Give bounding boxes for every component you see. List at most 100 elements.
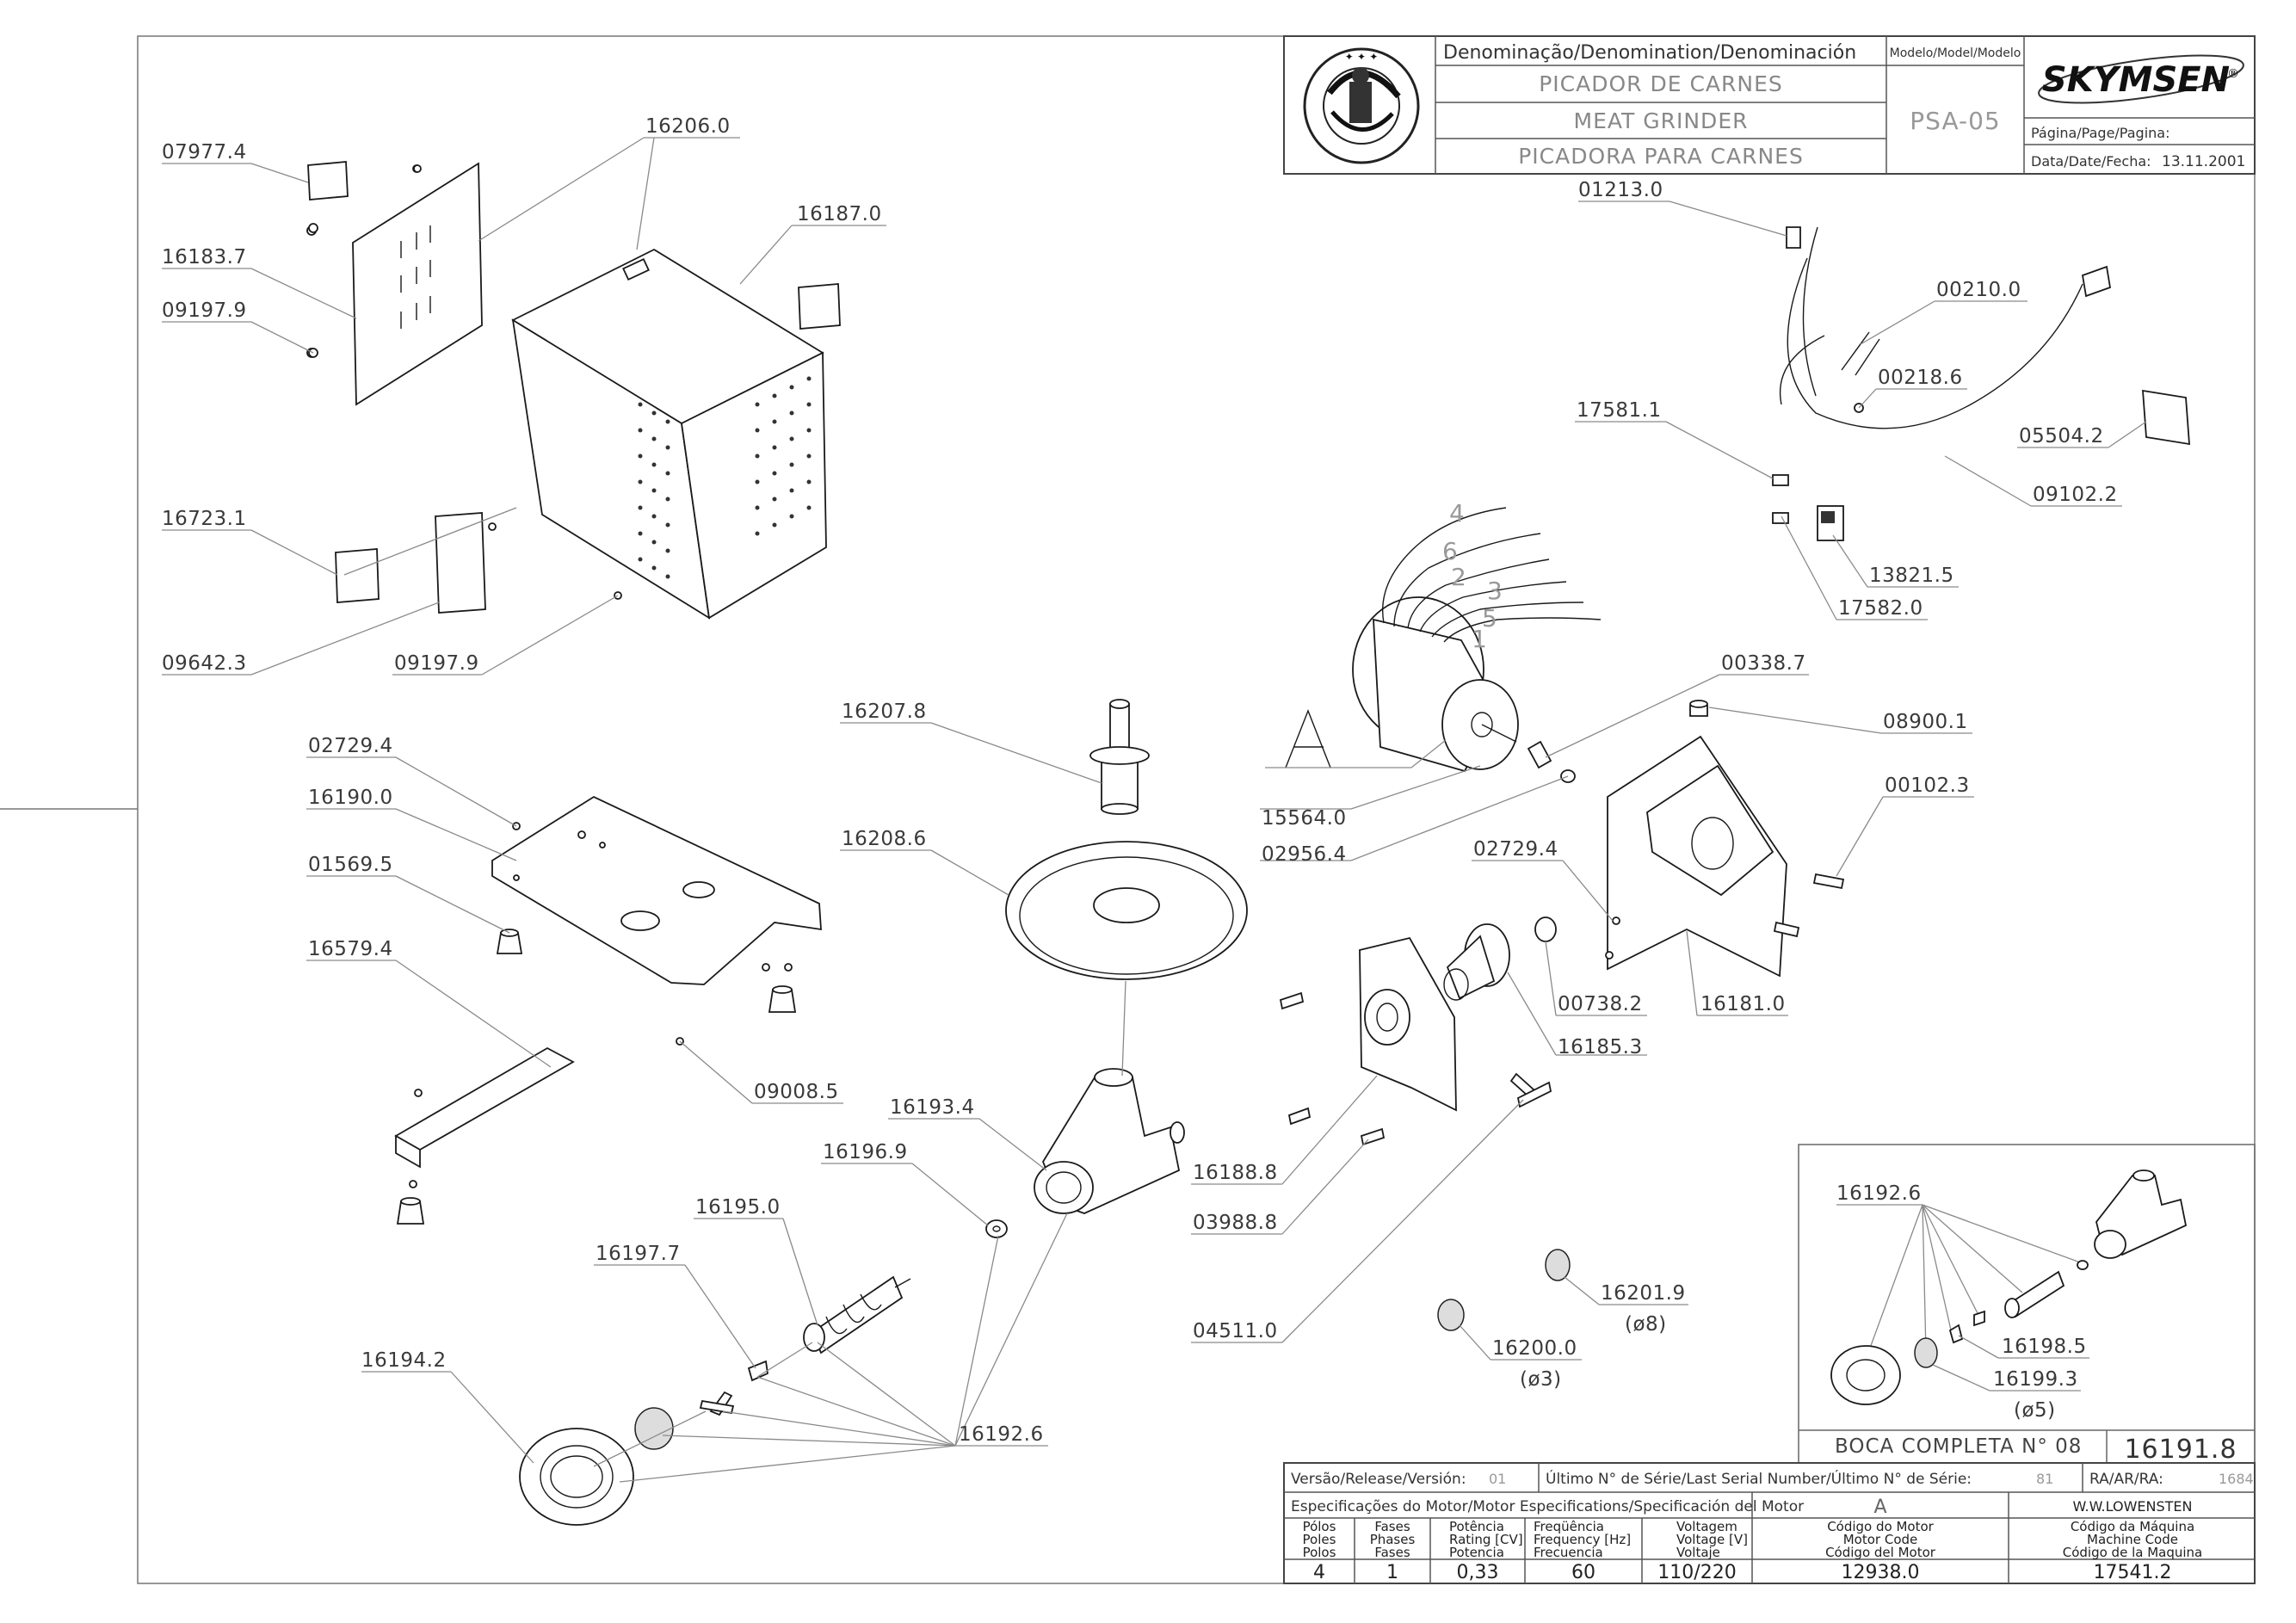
svg-text:6: 6 [1442,537,1458,565]
cross-knife [699,1391,735,1416]
jumper-wires [1841,331,1880,376]
washer-16196 [985,1219,1008,1238]
label-00338-7: 00338.7 [1721,652,1806,675]
label-09197-9b: 09197.9 [394,652,479,675]
label-08900-1: 08900.1 [1883,711,1968,733]
label-09008-5: 09008.5 [754,1081,839,1103]
label-plate-16187 [798,283,841,330]
inset-code: 16191.8 [2124,1435,2237,1465]
denomination-header: Denominação/Denomination/Denominación [1443,42,1856,64]
mounting-bracket [394,1046,575,1151]
inset-label-16198-5: 16198.5 [2002,1336,2087,1358]
leader-lines [162,137,2147,1483]
plate-16200 [1437,1299,1465,1331]
col-voltage: Voltagem Voltage [V] Voltaje [1676,1519,1748,1560]
inset-label-16199-3: 16199.3 [1993,1368,2078,1391]
col-power: Potência Rating [CV] Potencia [1449,1519,1523,1560]
screws-top [308,164,622,600]
manufacturer: W.W.LOWENSTEN [2073,1498,2193,1515]
grinder-body [1034,1068,1185,1214]
name-en: MEAT GRINDER [1574,108,1749,133]
svg-text:Polos: Polos [1303,1545,1336,1560]
power-cord [1787,257,2083,429]
label-00738-2: 00738.2 [1558,993,1643,1015]
drawing-frame [137,35,2256,1584]
model-header: Modelo/Model/Modelo [1890,46,2021,60]
svg-text:2: 2 [1451,563,1466,591]
svg-text:Motor Code: Motor Code [1843,1532,1918,1547]
label-16201-9-size: (ø8) [1625,1313,1667,1336]
svg-text:Potencia: Potencia [1449,1545,1504,1560]
release-label: Versão/Release/Versión: [1291,1471,1466,1488]
label-plate-07977 [307,161,349,201]
value-frequency: 60 [1571,1562,1595,1583]
col-poles: Pólos Poles Polos [1303,1519,1336,1560]
release-value: 01 [1489,1471,1506,1487]
value-power: 0,33 [1457,1562,1499,1583]
label-00102-3: 00102.3 [1885,774,1970,797]
inset-label-16192-6: 16192.6 [1836,1182,1922,1205]
plate-16201 [1545,1249,1571,1281]
motor-spec-label: Especificações do Motor/Motor Especifica… [1291,1498,1804,1515]
col-phases: Fases Phases Fases [1370,1519,1416,1560]
motor-wires [1382,507,1602,643]
svg-text:Código do Motor: Código do Motor [1827,1519,1934,1534]
wire-numbers: 4 6 2 3 5 1 [1442,499,1503,653]
terminal-block [1772,474,1789,486]
brand-logo: SKYMSEN ® [2038,54,2244,104]
ring-nut [519,1428,634,1526]
serial-label: Último N° de Série/Last Serial Number/Úl… [1546,1469,1972,1488]
label-03988-8: 03988.8 [1193,1212,1278,1234]
cross-knife-04511 [1509,1072,1552,1108]
svg-text:Frecuencia: Frecuencia [1534,1545,1603,1560]
value-motor-code: 12938.0 [1842,1562,1920,1583]
label-09102-2: 09102.2 [2033,484,2118,506]
svg-text:Pólos: Pólos [1303,1519,1336,1534]
inset-caption: BOCA COMPLETA N° 08 [1835,1435,2082,1458]
value-machine-code: 17541.2 [2094,1562,2172,1583]
col-frequency: Freqüência Frequency [Hz] Frecuencia [1534,1519,1631,1560]
col-machine-code: Código da Máquina Machine Code Código de… [2063,1519,2202,1560]
svg-text:✦ ✦ ✦: ✦ ✦ ✦ [1345,51,1379,63]
motor-spec-block: Versão/Release/Versión: 01 Último N° de … [1283,1462,2256,1584]
label-16207-8: 16207.8 [842,700,927,723]
label-plate-05504 [2142,389,2190,446]
svg-text:Freqüência: Freqüência [1534,1519,1604,1534]
label-16194-2: 16194.2 [361,1349,447,1372]
label-16208-6: 16208.6 [842,828,927,850]
label-17582-0: 17582.0 [1838,597,1923,620]
label-05504-2: 05504.2 [2019,425,2104,447]
worm-screw [803,1275,911,1355]
spring [1527,740,1552,769]
svg-text:SKYMSEN: SKYMSEN [2042,60,2230,100]
col-motor-code: Código do Motor Motor Code Código del Mo… [1825,1519,1936,1560]
label-04511-0: 04511.0 [1193,1320,1278,1342]
parts-geometry [306,161,2190,1526]
washer-00738 [1534,916,1557,942]
grinding-plate [634,1407,674,1450]
rear-panel [352,162,483,406]
bushing [747,1360,768,1382]
label-09642-3: 09642.3 [162,652,247,675]
page-label: Página/Page/Pagina: [2031,125,2169,141]
thermal-protector [1786,226,1801,249]
svg-text:3: 3 [1487,577,1503,605]
coupling [1443,923,1510,1001]
svg-text:®: ® [2227,67,2239,81]
label-09197-9a: 09197.9 [162,299,247,322]
label-16190-0: 16190.0 [308,787,393,809]
svg-text:Frequency [Hz]: Frequency [Hz] [1534,1532,1631,1547]
label-00210-0: 00210.0 [1936,279,2021,301]
svg-text:Fases: Fases [1374,1545,1410,1560]
motor [1352,596,1519,773]
svg-text:Machine Code: Machine Code [2087,1532,2178,1547]
gearbox [1605,735,1787,978]
label-16183-7: 16183.7 [162,246,247,268]
label-01213-0: 01213.0 [1578,179,1663,201]
svg-text:Phases: Phases [1370,1532,1416,1547]
label-plate-09642 [435,512,486,614]
value-poles: 4 [1313,1562,1325,1583]
svg-text:Rating [CV]: Rating [CV] [1449,1532,1523,1547]
label-02956-4: 02956.4 [1262,843,1347,866]
svg-text:Poles: Poles [1303,1532,1336,1547]
